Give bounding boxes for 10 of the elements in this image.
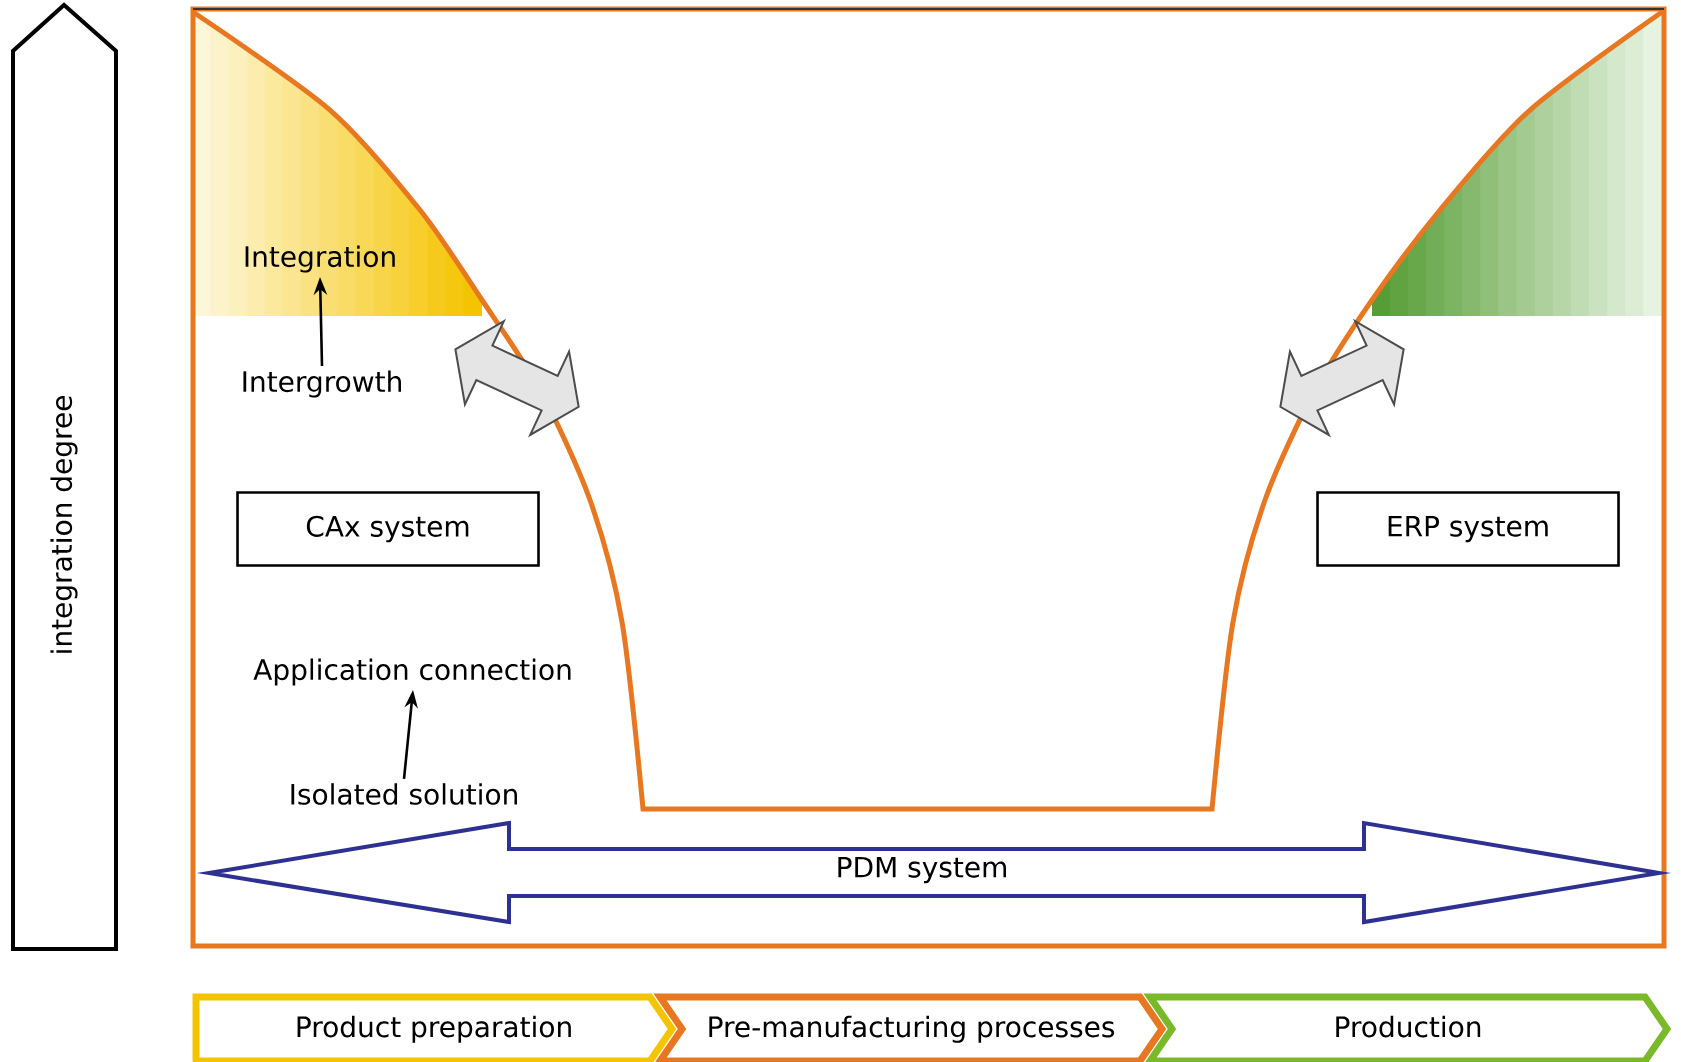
process-stage-box: Production (1143, 993, 1672, 1062)
label-text: Intergrowth (243, 370, 401, 398)
process-stage-box: Pre-manufacturing processes (653, 993, 1167, 1062)
system-box: CAx system (236, 491, 540, 567)
label-text: Application connection (253, 658, 571, 686)
system-box: ERP system (1316, 491, 1620, 567)
axis-label: integration degree (50, 396, 78, 653)
label-text: Isolated solution (291, 783, 517, 805)
label-text: Integration (245, 245, 395, 273)
process-stage-box: Product preparation (192, 993, 677, 1062)
